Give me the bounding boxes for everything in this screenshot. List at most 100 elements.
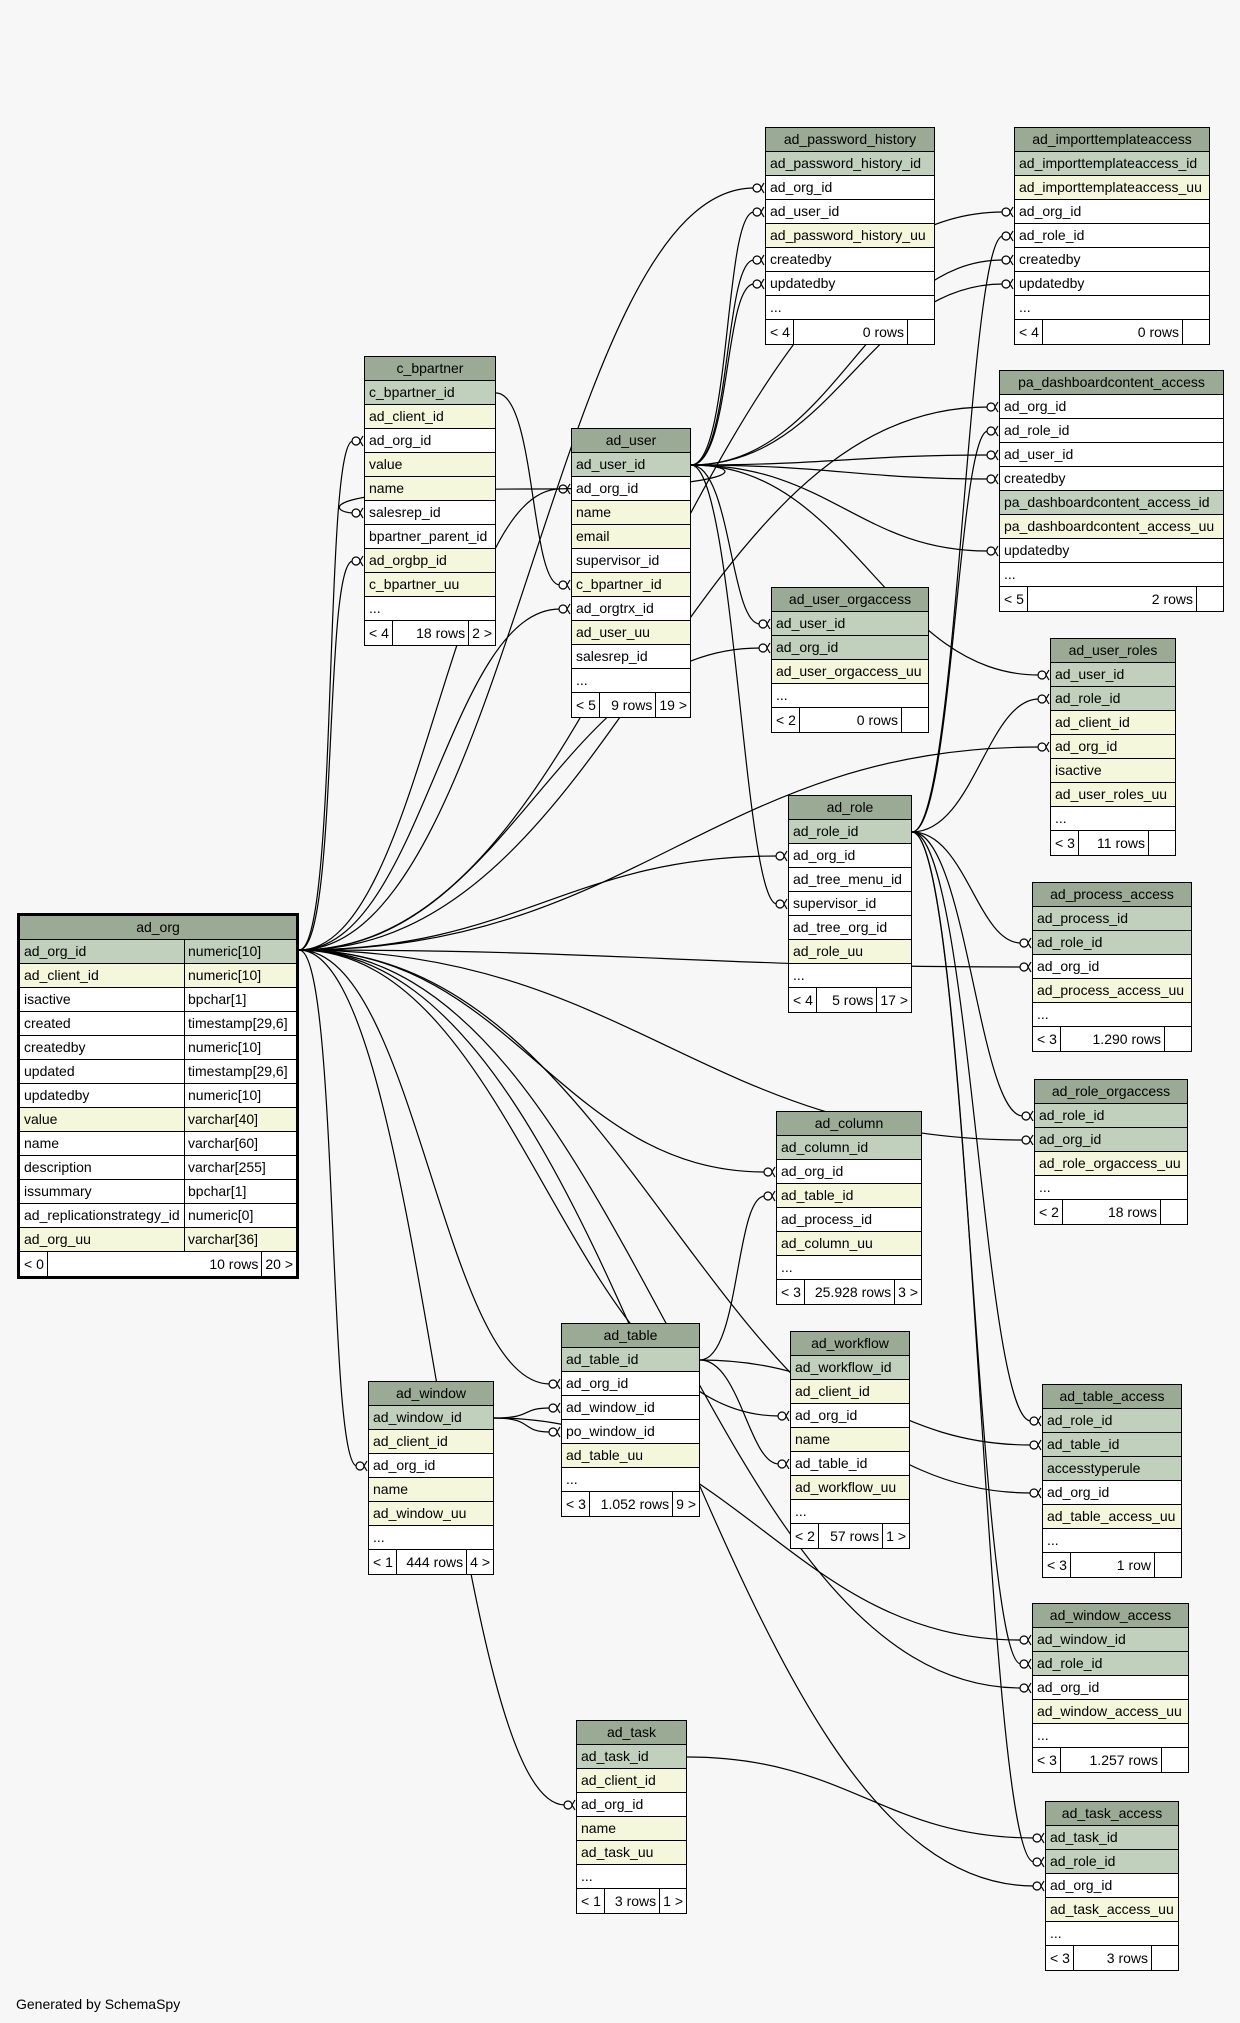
crowfoot-marker bbox=[363, 1460, 368, 1472]
column-name: updated bbox=[24, 1063, 75, 1079]
column-name: createdby bbox=[24, 1039, 86, 1055]
column-row: ad_org_id bbox=[1033, 955, 1191, 979]
column-row: ad_org_id bbox=[572, 477, 690, 501]
column-name: ad_org_id bbox=[1055, 738, 1118, 754]
parents-count: < 2 bbox=[1035, 1200, 1063, 1224]
column-name: ad_task_id bbox=[581, 1748, 649, 1764]
foreign-key-edge bbox=[911, 831, 1022, 1665]
column-row: ad_client_id bbox=[369, 1430, 493, 1454]
row-count: 18 rows bbox=[393, 621, 470, 645]
row-count: 11 rows bbox=[1079, 831, 1149, 855]
column-row: ad_importtemplateaccess_id bbox=[1015, 152, 1209, 176]
column-type: numeric[10] bbox=[184, 1036, 296, 1059]
parents-count: < 2 bbox=[772, 708, 800, 732]
column-name: issummary bbox=[24, 1183, 92, 1199]
zero-or-many-marker bbox=[1029, 1440, 1039, 1450]
column-row: ... bbox=[577, 1865, 686, 1889]
crowfoot-marker bbox=[785, 1458, 790, 1470]
foreign-key-edge bbox=[690, 259, 755, 466]
column-name: ... bbox=[369, 600, 381, 616]
crowfoot-marker bbox=[1029, 1134, 1034, 1146]
column-name: value bbox=[24, 1111, 58, 1127]
table-header: ad_role_orgaccess bbox=[1035, 1080, 1187, 1104]
column-name: ad_importtemplateaccess_uu bbox=[1019, 179, 1202, 195]
zero-or-many-marker bbox=[1019, 1659, 1029, 1669]
parents-count: < 3 bbox=[1046, 1946, 1074, 1970]
column-name: ... bbox=[566, 1471, 578, 1487]
column-name: ad_org_id bbox=[1004, 398, 1067, 414]
row-count: 1.290 rows bbox=[1061, 1027, 1165, 1051]
column-row: ad_task_access_uu bbox=[1046, 1898, 1178, 1922]
column-row: ad_window_access_uu bbox=[1033, 1700, 1188, 1724]
column-row: ad_column_id bbox=[777, 1136, 921, 1160]
column-row: ad_table_id bbox=[562, 1348, 699, 1372]
foreign-key-edge bbox=[298, 187, 755, 951]
column-name: ad_org_id bbox=[770, 179, 833, 195]
column-name: ad_column_id bbox=[781, 1139, 869, 1155]
zero-or-many-marker bbox=[752, 279, 762, 289]
table-header: ad_window_access bbox=[1033, 1604, 1188, 1628]
column-name: ad_table_id bbox=[566, 1351, 639, 1367]
column-type: varchar[36] bbox=[184, 1228, 296, 1251]
crowfoot-marker bbox=[1027, 1658, 1032, 1670]
zero-or-many-marker bbox=[777, 1411, 787, 1421]
crowfoot-marker bbox=[1009, 254, 1014, 266]
crowfoot-marker bbox=[760, 206, 765, 218]
crowfoot-marker bbox=[1045, 741, 1050, 753]
foreign-key-edge bbox=[298, 949, 358, 1467]
table-header: ad_table_access bbox=[1043, 1385, 1181, 1409]
zero-or-many-marker bbox=[1019, 962, 1029, 972]
crowfoot-marker bbox=[1045, 669, 1050, 681]
column-name: ad_tree_menu_id bbox=[793, 871, 902, 887]
column-row: email bbox=[572, 525, 690, 549]
column-row: ad_org_id bbox=[577, 1793, 686, 1817]
crowfoot-marker bbox=[771, 1190, 776, 1202]
column-type: bpchar[1] bbox=[184, 988, 296, 1011]
column-name: ad_password_history_id bbox=[770, 155, 921, 171]
foreign-key-edge bbox=[911, 831, 1024, 1117]
parents-count: < 1 bbox=[369, 1550, 397, 1574]
column-name: ad_org_id bbox=[795, 1407, 858, 1423]
children-count: 17 > bbox=[880, 992, 908, 1008]
zero-or-many-marker bbox=[752, 255, 762, 265]
column-row: pa_dashboardcontent_access_uu bbox=[1000, 515, 1223, 539]
table-header: ad_user bbox=[572, 429, 690, 453]
column-row: name bbox=[577, 1817, 686, 1841]
column-name: ad_process_access_uu bbox=[1037, 982, 1185, 998]
foreign-key-edge bbox=[298, 855, 778, 951]
zero-or-many-marker bbox=[752, 207, 762, 217]
column-name: supervisor_id bbox=[793, 895, 877, 911]
zero-or-many-marker bbox=[351, 556, 361, 566]
crowfoot-marker bbox=[1027, 1634, 1032, 1646]
column-row: ad_user_id bbox=[766, 200, 934, 224]
zero-or-many-marker bbox=[986, 402, 996, 412]
zero-or-many-marker bbox=[355, 1461, 365, 1471]
foreign-key-edge bbox=[690, 283, 755, 466]
crowfoot-marker bbox=[556, 1426, 561, 1438]
